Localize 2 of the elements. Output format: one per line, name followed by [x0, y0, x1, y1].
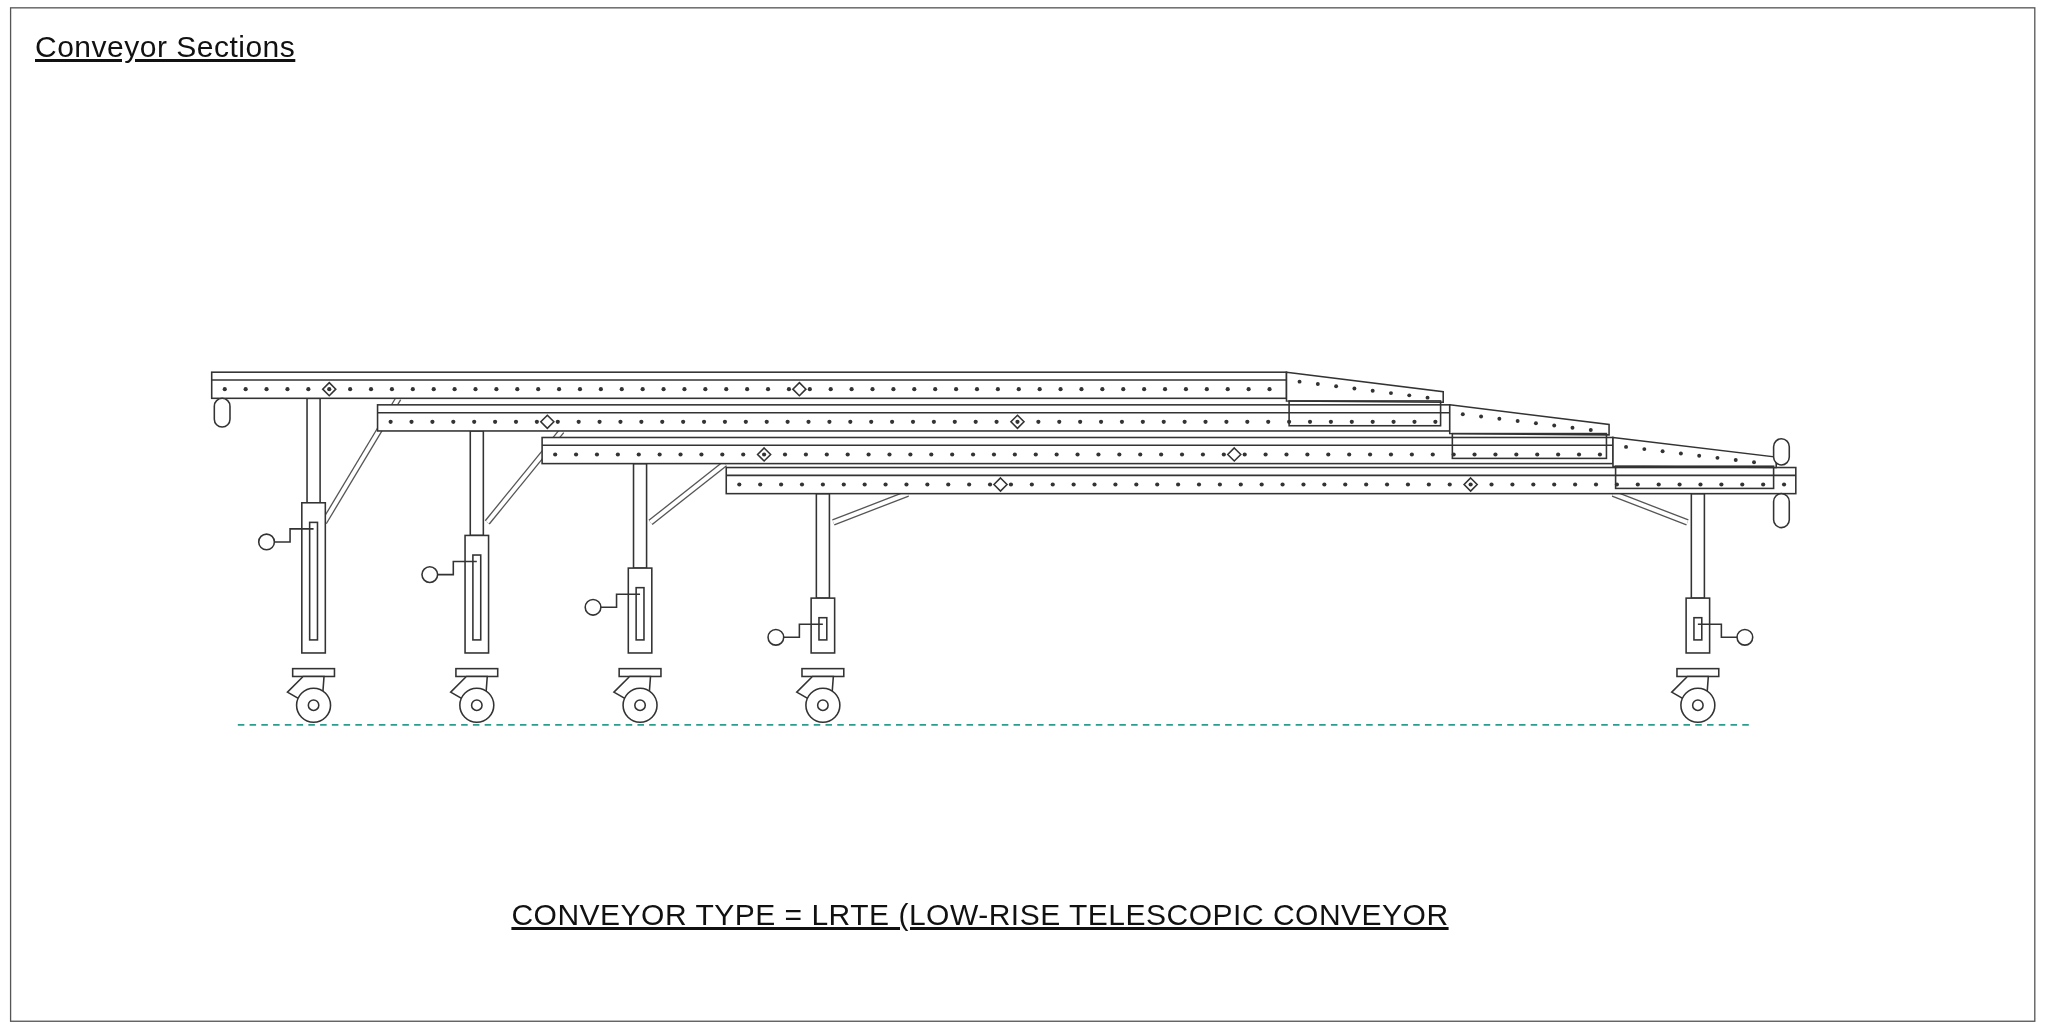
title: Conveyor Sections [35, 30, 296, 64]
caption: CONVEYOR TYPE = LRTE (LOW-RISE TELESCOPIC CONVEYOR [511, 898, 1449, 932]
